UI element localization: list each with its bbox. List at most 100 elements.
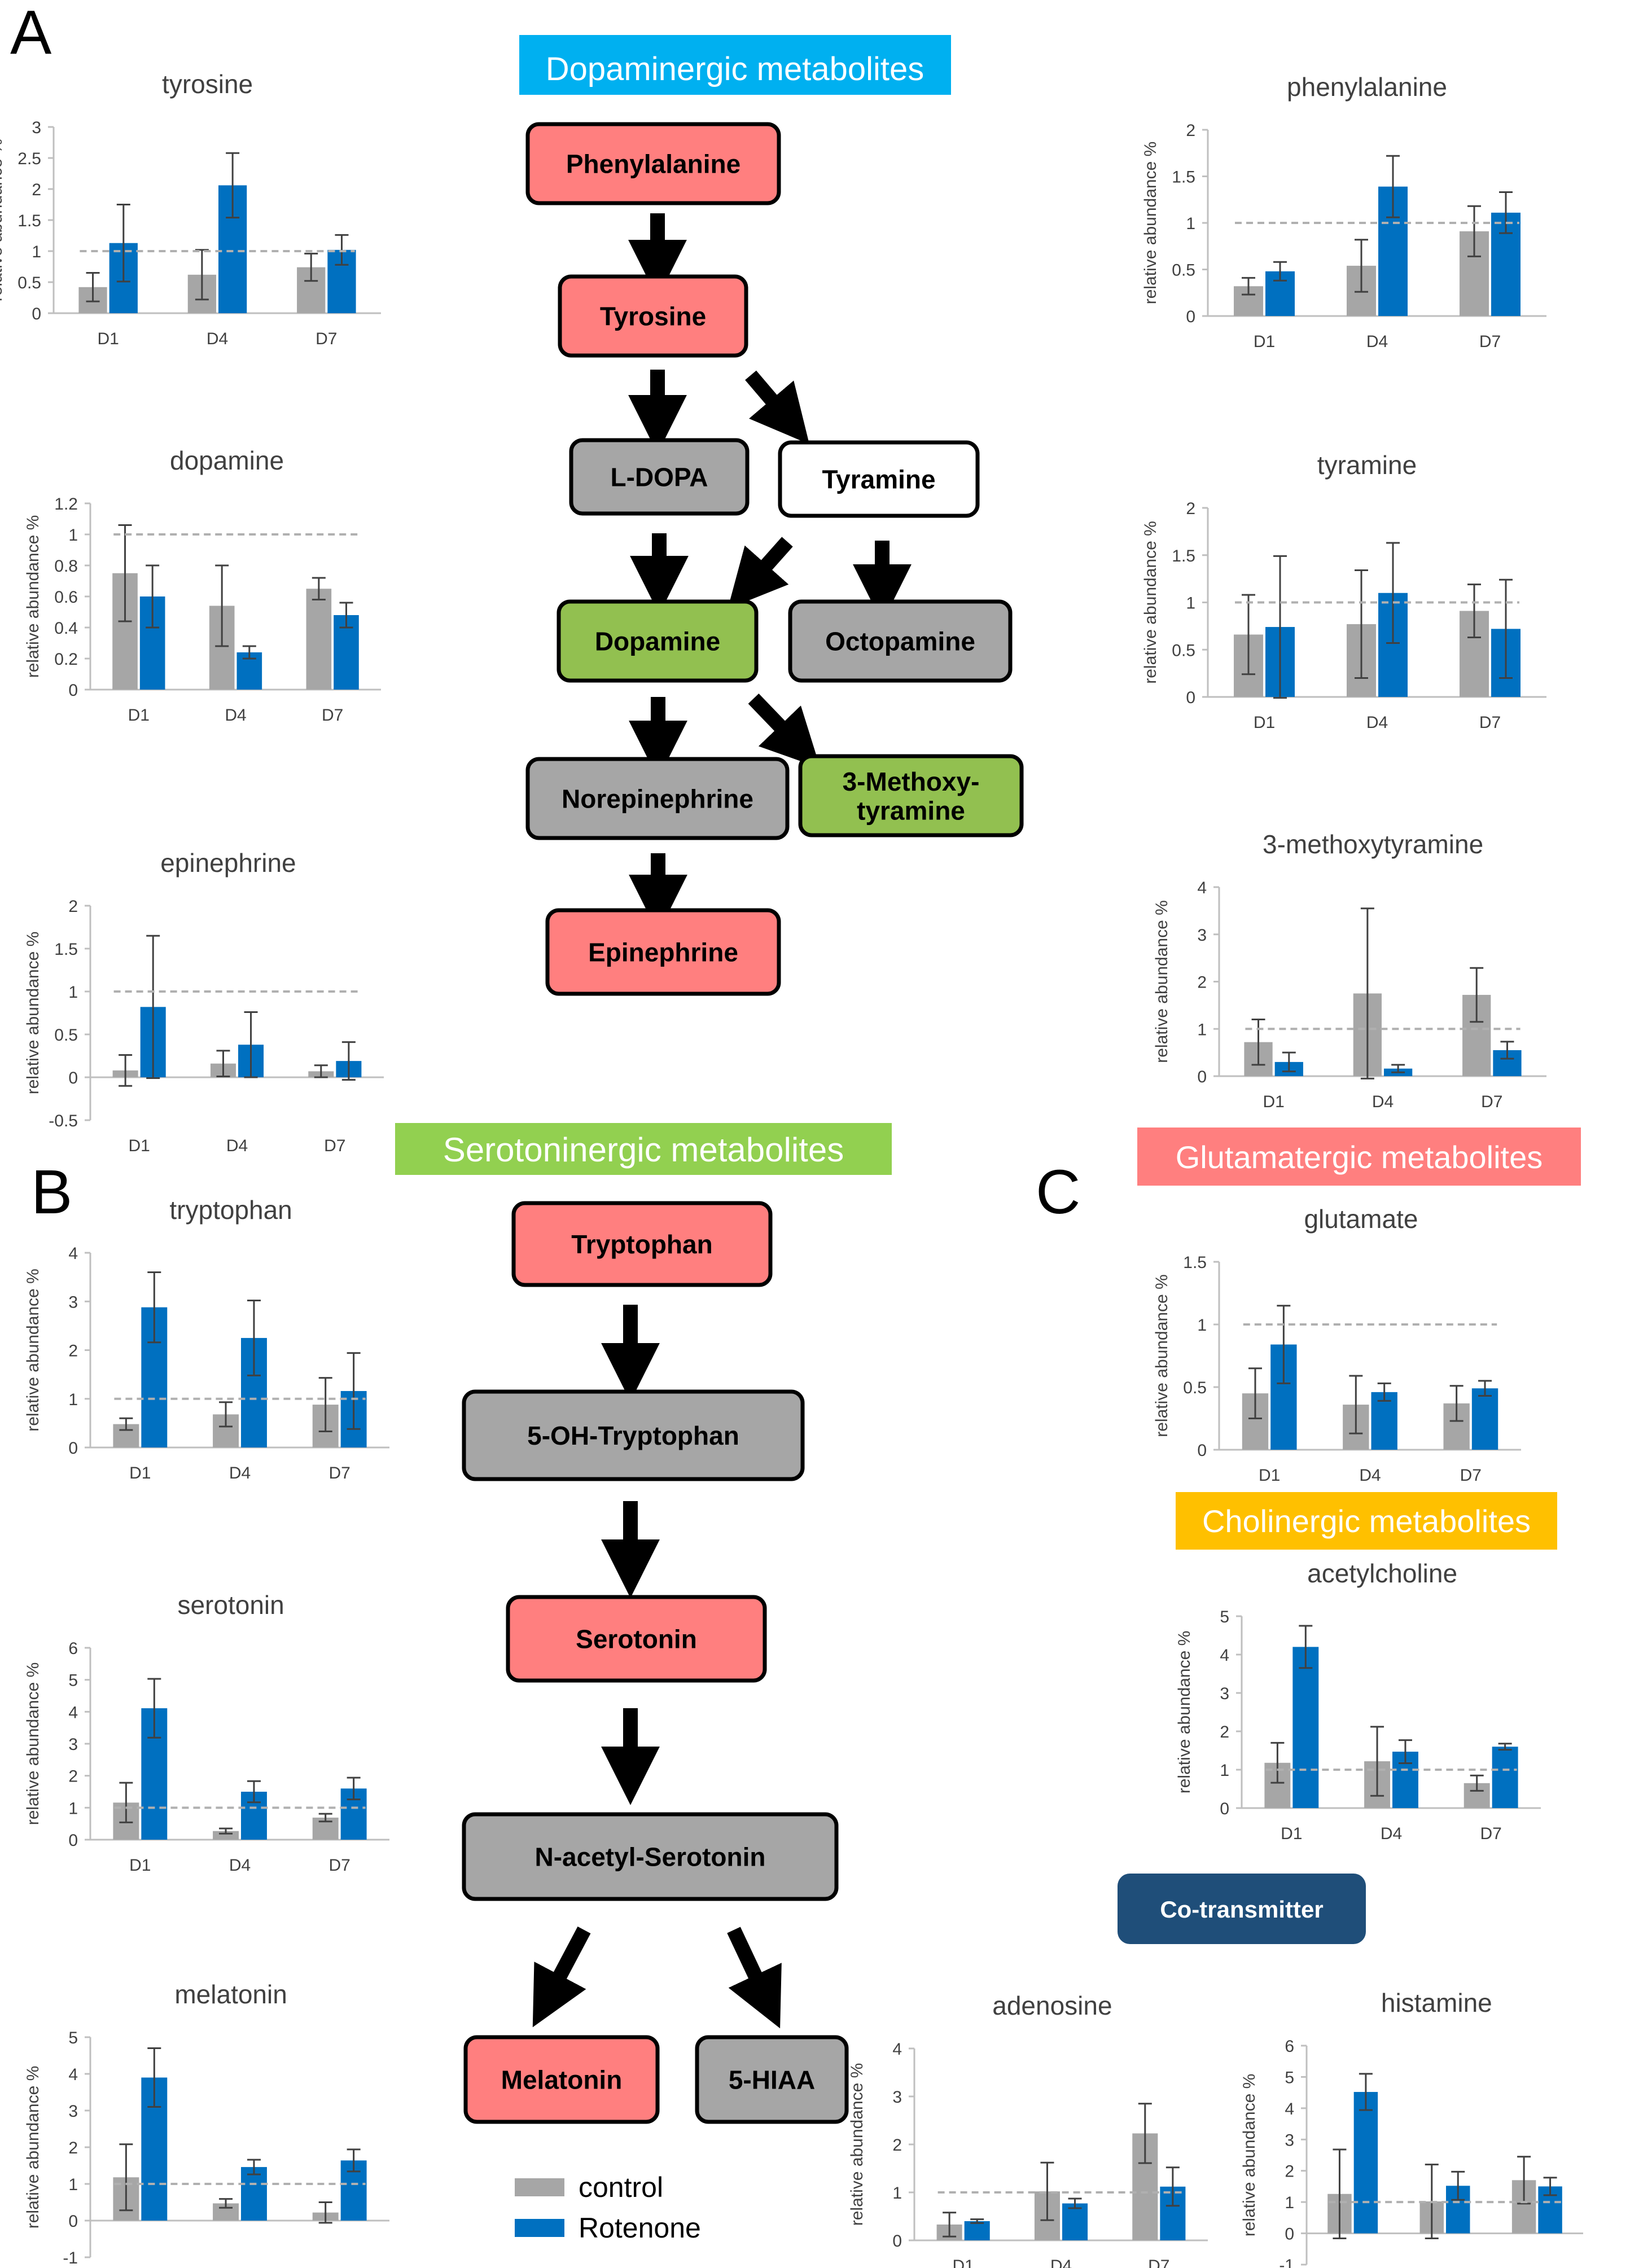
chart-ytick-label: 0.5 <box>1172 641 1195 660</box>
chart-ytick-label: 1 <box>32 243 41 261</box>
chart-title-dopamine: dopamine <box>170 446 284 475</box>
chart-title-tyramine: tyramine <box>1317 450 1417 480</box>
chart-category-D1: D1 <box>1263 1093 1284 1111</box>
bar-rotenone-D7 <box>1471 1388 1498 1450</box>
node-label-phe: Phenylalanine <box>566 150 740 179</box>
chart-category-D1: D1 <box>129 1464 151 1482</box>
panel-letter-b: B <box>31 1157 72 1227</box>
node-label-trp: Tryptophan <box>571 1230 712 1259</box>
chart-ytick-label: 5 <box>68 1672 78 1690</box>
bar-rotenone-D1 <box>1353 2092 1378 2234</box>
chart-ytick-label: 2 <box>1186 499 1195 518</box>
bar-rotenone-D7 <box>1492 1747 1518 1808</box>
pathway-node-ser: Serotonin <box>506 1595 767 1683</box>
chart-ytick-label: 0.4 <box>54 619 78 638</box>
chart-ytick-label: 4 <box>1197 879 1207 897</box>
chart-category-D1: D1 <box>129 1856 151 1875</box>
chart-ytick-label: 0.5 <box>17 274 41 292</box>
node-box-epi <box>545 908 781 996</box>
pathway-node-trp: Tryptophan <box>511 1201 773 1287</box>
chart-ytick-label: 0.8 <box>54 557 78 576</box>
chart-ytick-label: 3 <box>68 2102 78 2121</box>
node-box-hiaa <box>695 2035 849 2124</box>
chart-ytick-label: 0.2 <box>54 650 78 669</box>
legend-swatch-rotenone <box>515 2219 564 2237</box>
node-box-tyr <box>558 274 748 358</box>
bar-rotenone-D4 <box>1062 2203 1088 2240</box>
legend-swatch-control <box>515 2178 564 2196</box>
node-box-htp <box>462 1389 805 1481</box>
arrow-tyr-tyramine <box>745 370 810 445</box>
chart-ytick-label: 1.5 <box>54 940 78 959</box>
chart-category-D4: D4 <box>225 706 246 725</box>
chart-category-D4: D4 <box>1050 2257 1072 2268</box>
chart-ytick-label: 1 <box>68 1390 78 1409</box>
pathway-node-tyr: Tyrosine <box>558 274 748 358</box>
pathway-node-tyramine: Tyramine <box>778 440 980 518</box>
chart-ytick-label: 0 <box>1197 1441 1207 1460</box>
chart-ytick-label: 1 <box>68 2175 78 2194</box>
node-box-dopamine <box>557 599 759 683</box>
chart-category-D7: D7 <box>1480 1824 1501 1843</box>
chart-ytick-label: 5 <box>68 2029 78 2047</box>
chart-ytick-label: 5 <box>1285 2068 1294 2087</box>
chart-ytick-label: 1.5 <box>1183 1253 1207 1272</box>
chart-ylabel-adenosine: relative abundance % <box>848 2063 866 2226</box>
chart-ytick-label: 3 <box>68 1735 78 1754</box>
dopaminergic-title: Dopaminergic metabolites <box>546 51 924 87</box>
chart-ytick-label: 2.5 <box>17 150 41 168</box>
chart-ytick-label: 2 <box>1285 2162 1294 2181</box>
chart-ytick-label: 0 <box>1186 308 1195 326</box>
chart-ytick-label: 4 <box>1285 2100 1294 2118</box>
serotoninergic-title: Serotoninergic metabolites <box>443 1131 844 1169</box>
node-box-ser <box>506 1595 767 1683</box>
chart-category-D7: D7 <box>328 1856 350 1875</box>
node-label-dopamine: Dopamine <box>595 627 720 656</box>
pathway-node-htp: 5-OH-Tryptophan <box>462 1389 805 1481</box>
chart-ytick-label: 1.5 <box>1172 168 1195 187</box>
chart-ytick-label: 0 <box>68 681 78 700</box>
chart-ytick-label: -1 <box>63 2249 78 2267</box>
pathway-node-nas: N-acetyl-Serotonin <box>462 1812 839 1901</box>
chart-ytick-label: 0 <box>68 1439 78 1458</box>
chart-title-3-methoxytyramine: 3-methoxytyramine <box>1263 830 1483 859</box>
chart-ytick-label: 2 <box>1197 973 1207 992</box>
glutamatergic-title-banner: Glutamatergic metabolites <box>1137 1128 1581 1186</box>
node-label-mt: 3-Methoxy- <box>843 767 980 796</box>
chart-category-D7: D7 <box>322 706 343 725</box>
chart-category-D1: D1 <box>1254 332 1275 351</box>
cholinergic-title-banner: Cholinergic metabolites <box>1176 1492 1557 1550</box>
chart-category-D4: D4 <box>207 330 228 348</box>
chart-ytick-label: 2 <box>892 2136 902 2155</box>
arrow-nas-hiaa <box>727 1927 782 2029</box>
chart-ytick-label: 1.5 <box>17 212 41 230</box>
node-box-trp <box>511 1201 773 1287</box>
chart-category-D1: D1 <box>952 2257 974 2268</box>
dopaminergic-title-banner: Dopaminergic metabolites <box>519 35 951 95</box>
chart-category-D7: D7 <box>1148 2257 1169 2268</box>
chart-ytick-label: 4 <box>68 1244 78 1263</box>
node-label-norepi: Norepinephrine <box>562 784 753 814</box>
chart-title-epinephrine: epinephrine <box>160 848 296 878</box>
pathway-node-phe: Phenylalanine <box>525 122 781 205</box>
chart-ytick-label: 2 <box>68 1342 78 1361</box>
chart-category-D4: D4 <box>1366 713 1388 732</box>
chart-category-D4: D4 <box>1359 1466 1381 1485</box>
chart-ytick-label: 0 <box>1220 1800 1229 1818</box>
chart-ytick-label: 3 <box>1220 1684 1229 1703</box>
chart-ytick-label: 0 <box>1186 688 1195 707</box>
chart-category-D7: D7 <box>324 1137 345 1155</box>
chart-ytick-label: 4 <box>68 1703 78 1722</box>
chart-ytick-label: 4 <box>892 2040 902 2059</box>
legend: control Rotenone <box>515 2172 701 2244</box>
chart-title-serotonin: serotonin <box>177 1590 284 1620</box>
node-label-octopamine: Octopamine <box>825 627 975 656</box>
glutamatergic-title: Glutamatergic metabolites <box>1176 1139 1543 1175</box>
